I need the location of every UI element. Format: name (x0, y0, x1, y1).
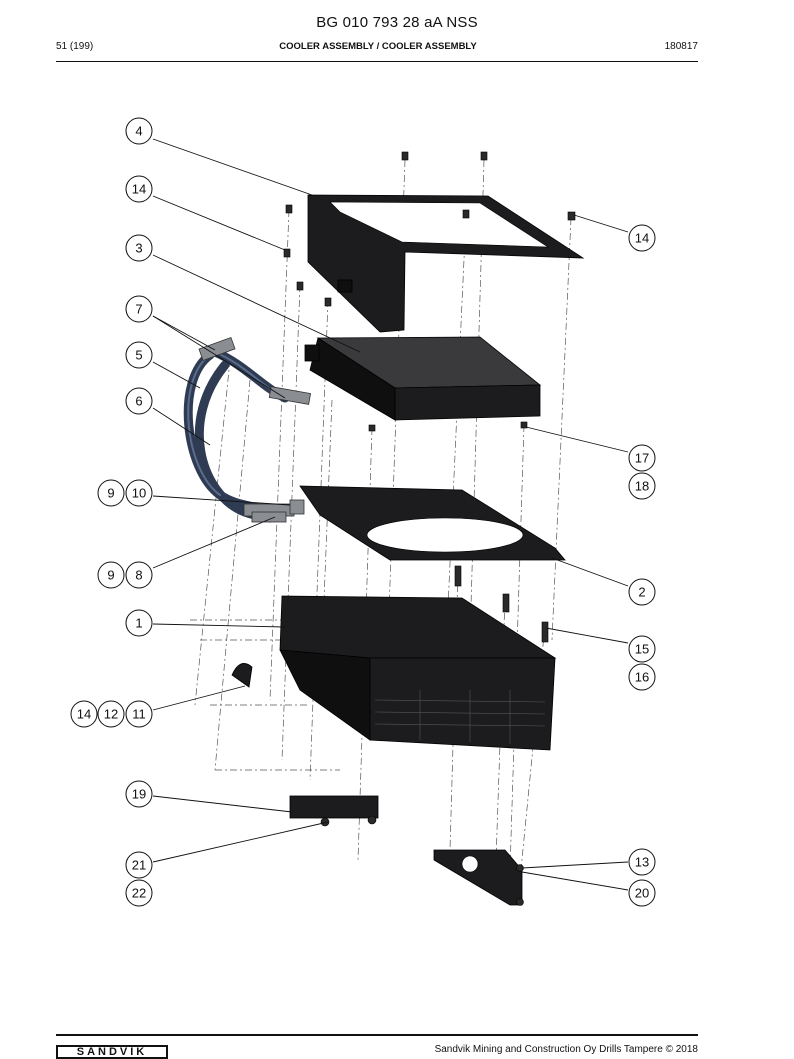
svg-text:11: 11 (132, 707, 146, 722)
svg-text:12: 12 (104, 707, 118, 722)
part-hoses (183, 347, 290, 523)
callout-1: 1 (125, 609, 153, 637)
svg-text:21: 21 (132, 858, 146, 873)
svg-text:5: 5 (135, 348, 142, 363)
part-bracket-19 (289, 795, 379, 827)
document-title: BG 010 793 28 aA NSS (316, 14, 478, 31)
callout-2: 2 (628, 578, 656, 606)
header-rule (56, 61, 698, 62)
svg-text:6: 6 (135, 394, 142, 409)
svg-text:14: 14 (77, 707, 91, 722)
callout-20: 20 (628, 879, 656, 907)
part-cooler-housing (279, 595, 557, 751)
section-title: COOLER ASSEMBLY / COOLER ASSEMBLY (279, 41, 477, 52)
svg-text:3: 3 (135, 241, 142, 256)
callout-19: 19 (125, 780, 153, 808)
callout-9: 9 (97, 479, 125, 507)
part-clamp (231, 663, 253, 688)
footer-rule (56, 1034, 698, 1036)
svg-text:1: 1 (135, 616, 142, 631)
callout-17: 17 (628, 444, 656, 472)
part-radiator (304, 336, 542, 421)
svg-text:10: 10 (132, 486, 146, 501)
svg-text:17: 17 (635, 451, 649, 466)
part-bracket-13 (433, 849, 524, 906)
part-top-frame (307, 194, 585, 333)
svg-text:9: 9 (107, 568, 114, 583)
callout-14: 14 (125, 175, 153, 203)
callout-18: 18 (628, 472, 656, 500)
callout-15: 15 (628, 635, 656, 663)
svg-text:2: 2 (638, 585, 645, 600)
callout-3: 3 (125, 234, 153, 262)
part-shroud-plate (299, 485, 566, 561)
svg-text:18: 18 (635, 479, 649, 494)
date-code: 180817 (664, 41, 698, 52)
callout-22: 22 (125, 879, 153, 907)
callout-12: 12 (97, 700, 125, 728)
callout-13: 13 (628, 848, 656, 876)
callout-21: 21 (125, 851, 153, 879)
callout-14: 14 (70, 700, 98, 728)
page-number: 51 (199) (56, 41, 94, 52)
leader-lines (152, 138, 629, 891)
callout-14: 14 (628, 224, 656, 252)
svg-text:16: 16 (635, 670, 649, 685)
svg-text:7: 7 (135, 302, 142, 317)
part-bolts (283, 151, 576, 643)
svg-text:19: 19 (132, 787, 146, 802)
svg-text:20: 20 (635, 886, 649, 901)
svg-text:13: 13 (635, 855, 649, 870)
callout-9: 9 (97, 561, 125, 589)
svg-text:14: 14 (635, 231, 649, 246)
callout-7: 7 (125, 295, 153, 323)
svg-text:9: 9 (107, 486, 114, 501)
footer-copyright: Sandvik Mining and Construction Oy Drill… (434, 1044, 698, 1055)
callout-10: 10 (125, 479, 153, 507)
callout-16: 16 (628, 663, 656, 691)
callout-4: 4 (125, 117, 153, 145)
sandvik-logo: SANDVIK (56, 1045, 168, 1059)
svg-text:14: 14 (132, 182, 146, 197)
svg-text:4: 4 (135, 124, 142, 139)
callout-8: 8 (125, 561, 153, 589)
svg-text:8: 8 (135, 568, 142, 583)
callout-11: 11 (125, 700, 153, 728)
callout-6: 6 (125, 387, 153, 415)
svg-text:15: 15 (635, 642, 649, 657)
svg-text:22: 22 (132, 886, 146, 901)
callout-5: 5 (125, 341, 153, 369)
